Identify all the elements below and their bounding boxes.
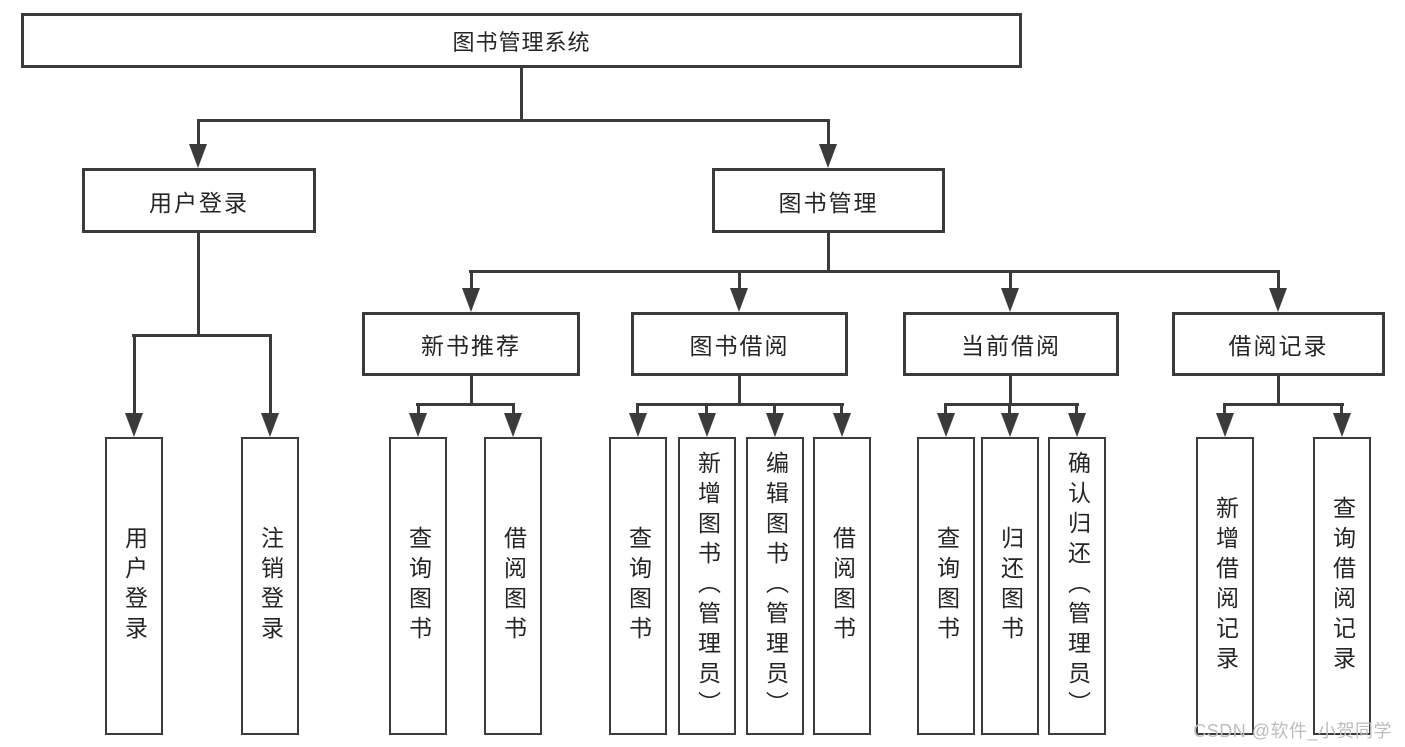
leaf-label: 查询图书: [933, 526, 960, 646]
leaf-label: 归还图书: [997, 526, 1024, 646]
arrowhead-down-icon: [125, 413, 143, 437]
arrowhead-down-icon: [1216, 413, 1234, 437]
node-leaf-borrow-books-recommend: 借阅图书: [484, 437, 542, 735]
arrowhead-down-icon: [1001, 413, 1019, 437]
node-leaf-edit-book-admin: 编辑图书（管理员）: [746, 437, 804, 735]
connector-current-trunk: [1009, 376, 1012, 406]
connector-stem: [827, 119, 830, 147]
arrowhead-down-icon: [1001, 288, 1019, 312]
connector-stem: [1009, 270, 1012, 292]
arrowhead-down-icon: [409, 413, 427, 437]
arrowhead-down-icon: [819, 144, 837, 168]
connector-stem: [470, 270, 473, 292]
node-user-login: 用户登录: [82, 168, 316, 233]
connector-borrow-branch: [636, 403, 844, 406]
connector-level1-branch: [197, 119, 830, 122]
arrowhead-down-icon: [937, 413, 955, 437]
leaf-label: 查询图书: [625, 526, 652, 646]
leaf-label: 新增借阅记录: [1212, 496, 1239, 676]
arrowhead-down-icon: [261, 413, 279, 437]
connector-book-mgmt-branch: [469, 270, 1280, 273]
node-new-book-recommend: 新书推荐: [362, 312, 580, 376]
connector-stem: [773, 403, 776, 417]
csdn-watermark: CSDN @软件_小贺同学: [1193, 721, 1392, 741]
connector-stem: [417, 403, 420, 417]
leaf-label: 注销登录: [257, 526, 284, 646]
node-leaf-query-borrow-record: 查询借阅记录: [1313, 437, 1371, 735]
connector-borrow-trunk: [738, 376, 741, 406]
node-leaf-return-book: 归还图书: [981, 437, 1039, 735]
connector-recommend-trunk: [470, 376, 473, 406]
leaf-label: 新增图书（管理员）: [694, 451, 721, 721]
node-leaf-query-books-current: 查询图书: [917, 437, 975, 735]
node-borrow-records: 借阅记录: [1172, 312, 1385, 376]
leaf-label: 编辑图书（管理员）: [762, 451, 789, 721]
connector-stem: [1340, 403, 1343, 417]
arrowhead-down-icon: [189, 144, 207, 168]
arrowhead-down-icon: [462, 288, 480, 312]
node-leaf-query-books-borrow: 查询图书: [609, 437, 667, 735]
connector-stem: [133, 334, 136, 416]
node-leaf-add-borrow-record: 新增借阅记录: [1196, 437, 1254, 735]
leaf-label: 借阅图书: [829, 526, 856, 646]
connector-stem: [512, 403, 515, 417]
leaf-label: 查询借阅记录: [1329, 496, 1356, 676]
connector-stem: [1223, 403, 1226, 417]
connector-records-branch: [1223, 403, 1344, 406]
connector-stem: [1075, 403, 1078, 417]
connector-stem: [1008, 403, 1011, 417]
connector-stem: [944, 403, 947, 417]
connector-stem: [269, 334, 272, 416]
arrowhead-down-icon: [698, 413, 716, 437]
connector-stem: [197, 119, 200, 147]
node-leaf-logout: 注销登录: [241, 437, 299, 735]
connector-root-trunk: [520, 68, 523, 121]
connector-stem: [840, 403, 843, 417]
connector-user-login-trunk: [197, 233, 200, 337]
connector-stem: [738, 270, 741, 292]
leaf-label: 借阅图书: [500, 526, 527, 646]
arrowhead-down-icon: [766, 413, 784, 437]
connector-records-trunk: [1277, 376, 1280, 406]
node-library-system: 图书管理系统: [21, 13, 1022, 68]
leaf-label: 用户登录: [121, 526, 148, 646]
node-leaf-borrow-books: 借阅图书: [813, 437, 871, 735]
node-book-borrow: 图书借阅: [631, 312, 848, 376]
connector-book-mgmt-trunk: [827, 233, 830, 273]
node-book-management: 图书管理: [712, 168, 945, 233]
node-current-borrow: 当前借阅: [903, 312, 1119, 376]
connector-recommend-branch: [416, 403, 515, 406]
leaf-label: 确认归还（管理员）: [1064, 451, 1091, 721]
connector-user-login-branch: [132, 334, 272, 337]
arrowhead-down-icon: [1333, 413, 1351, 437]
arrowhead-down-icon: [1269, 288, 1287, 312]
arrowhead-down-icon: [629, 413, 647, 437]
connector-stem: [636, 403, 639, 417]
connector-stem: [705, 403, 708, 417]
connector-stem: [1277, 270, 1280, 292]
node-leaf-query-books-recommend: 查询图书: [389, 437, 447, 735]
leaf-label: 查询图书: [405, 526, 432, 646]
arrowhead-down-icon: [504, 413, 522, 437]
arrowhead-down-icon: [833, 413, 851, 437]
connector-current-branch: [944, 403, 1079, 406]
node-leaf-add-book-admin: 新增图书（管理员）: [678, 437, 736, 735]
arrowhead-down-icon: [1068, 413, 1086, 437]
node-leaf-confirm-return-admin: 确认归还（管理员）: [1048, 437, 1106, 735]
node-leaf-user-login: 用户登录: [105, 437, 163, 735]
arrowhead-down-icon: [730, 288, 748, 312]
